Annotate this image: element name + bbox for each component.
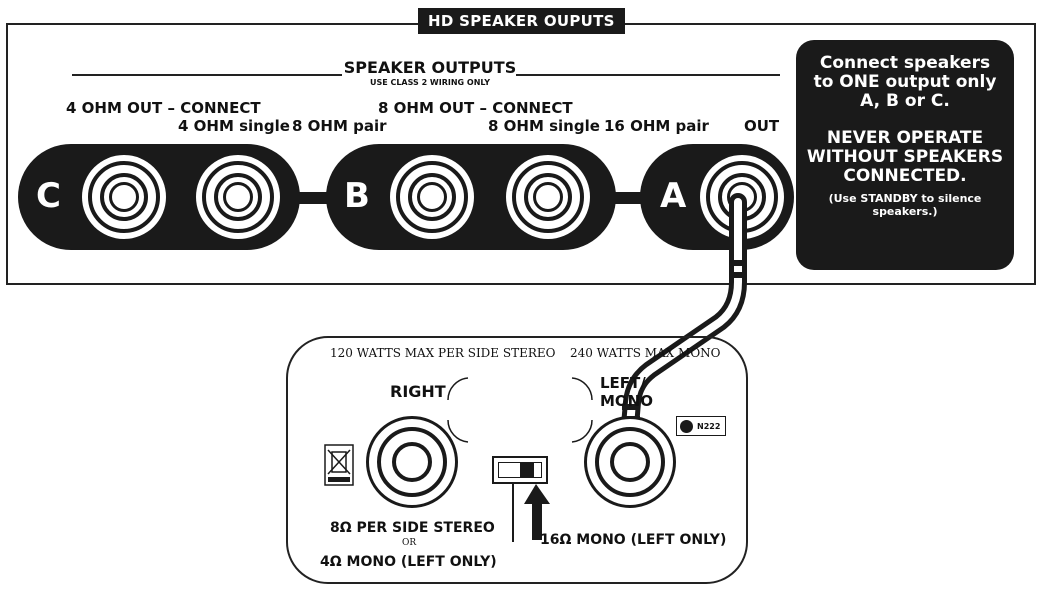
left-label-line2: MONO [600,392,653,410]
warning-line4: NEVER OPERATE [826,128,984,148]
badge-text: N222 [697,421,721,431]
stereo-rating: 120 WATTS MAX PER SIDE STEREO [330,346,556,360]
section-subtitle: USE CLASS 2 WIRING ONLY [369,78,491,87]
warning-line1: Connect speakers [819,53,991,73]
b-label-line2: 8 OHM single [488,117,600,135]
c-label-line2: 4 OHM single [178,117,290,135]
output-b-letter: B [344,176,370,216]
warning-line5: WITHOUT SPEAKERS [806,147,1004,167]
section-title: SPEAKER OUTPUTS [343,58,517,77]
switch-arrow-icon [524,484,550,540]
output-b-jack-1[interactable] [390,155,474,239]
left-label-line1: LEFT/ [600,374,646,392]
panel-title: HD SPEAKER OUPUTS [418,8,625,34]
warning-box: Connect speakers to ONE output only A, B… [796,40,1014,270]
warning-line8: speakers.) [872,205,938,218]
c-b-label: 8 OHM pair [292,117,387,135]
warning-line2: to ONE output only [813,72,997,92]
warning-line3: A, B or C. [860,91,950,111]
a-label: 16 OHM pair [604,117,709,135]
tick-mark-icon [680,419,693,433]
mono-16ohm-label: 16Ω MONO (LEFT ONLY) [540,532,727,548]
output-b-jack-2[interactable] [506,155,590,239]
speaker-cable [619,193,747,459]
c-label-line1: 4 OHM OUT – CONNECT [66,99,261,117]
b-label-line1: 8 OHM OUT – CONNECT [378,99,573,117]
warning-line7: (Use STANDBY to silence [828,192,982,205]
mount-arcs [447,377,593,443]
divider-right [516,74,780,76]
output-c-jack-2[interactable] [196,155,280,239]
bracket-left [512,484,514,542]
impedance-switch[interactable] [492,456,548,484]
or-label: OR [402,538,417,548]
warning-line6: CONNECTED. [843,166,967,186]
weee-bin-icon [324,444,354,486]
left-mono-output-jack[interactable] [584,416,676,508]
right-output-jack[interactable] [366,416,458,508]
amplifier-panel [286,336,748,584]
output-c-jack-1[interactable] [82,155,166,239]
output-c-letter: C [36,176,61,216]
stereo-8ohm-label: 8Ω PER SIDE STEREO [330,520,495,536]
certification-badge: N222 [676,416,726,436]
right-label: RIGHT [390,382,446,401]
mono-4ohm-label: 4Ω MONO (LEFT ONLY) [320,554,497,570]
mono-rating: 240 WATTS MAX MONO [570,346,721,360]
a-label-out: OUT [744,117,780,135]
output-a-letter: A [660,176,687,216]
divider-left [72,74,342,76]
